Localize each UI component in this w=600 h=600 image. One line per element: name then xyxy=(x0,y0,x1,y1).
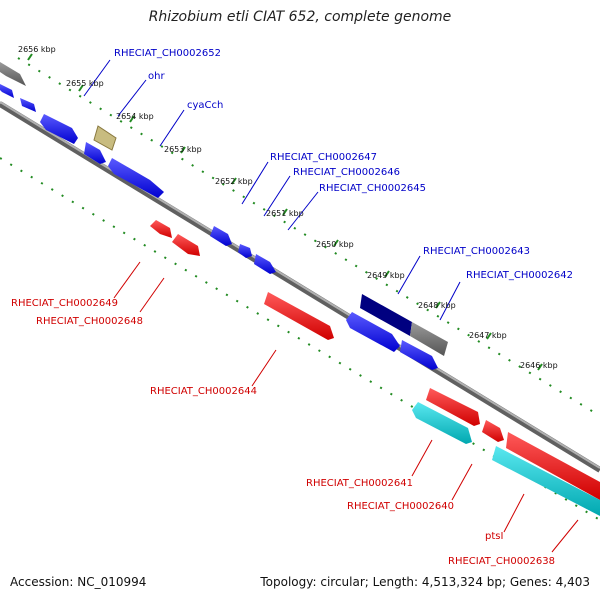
gene-label[interactable]: RHECIAT_CH0002644 xyxy=(150,386,257,397)
gene-label[interactable]: ohr xyxy=(148,71,165,82)
gene-label[interactable]: RHECIAT_CH0002642 xyxy=(466,270,573,281)
scale-labels: 2656 kbp 2655 kbp 2654 kbp 2653 kbp 2652… xyxy=(18,45,558,370)
scale-tick xyxy=(486,332,492,340)
tick-label: 2651 kbp xyxy=(266,209,304,218)
gene-feature[interactable] xyxy=(0,62,26,86)
rrna-feature[interactable] xyxy=(492,446,600,516)
scale-tick xyxy=(180,146,186,154)
label-leaders xyxy=(83,59,579,553)
rrna-feature[interactable] xyxy=(412,402,472,444)
tick-label: 2652 kbp xyxy=(215,177,253,186)
gene-label[interactable]: RHECIAT_CH0002641 xyxy=(306,478,413,489)
gene-feature[interactable] xyxy=(150,220,172,238)
gene-label[interactable]: RHECIAT_CH0002652 xyxy=(114,48,221,59)
gene-feature[interactable] xyxy=(84,142,106,164)
scale-ticks xyxy=(27,53,543,371)
gene-label[interactable]: RHECIAT_CH0002648 xyxy=(36,316,143,327)
gene-feature[interactable] xyxy=(238,244,252,258)
scale-tick xyxy=(333,239,339,247)
gene-label[interactable]: cyaCch xyxy=(187,100,223,111)
tick-label: 2646 kbp xyxy=(520,361,558,370)
gene-feature[interactable] xyxy=(20,98,36,112)
scale-tick xyxy=(78,84,84,92)
gene-label[interactable]: RHECIAT_CH0002647 xyxy=(270,152,377,163)
gene-feature[interactable] xyxy=(172,234,200,256)
gene-label[interactable]: RHECIAT_CH0002645 xyxy=(319,183,426,194)
genome-summary: Topology: circular; Length: 4,513,324 bp… xyxy=(260,575,590,589)
tick-label: 2653 kbp xyxy=(164,145,202,154)
accession-label: Accession: NC_010994 xyxy=(10,575,147,589)
tick-label: 2654 kbp xyxy=(116,112,154,121)
gene-label[interactable]: ptsI xyxy=(485,531,503,542)
gene-feature[interactable] xyxy=(40,114,78,144)
forward-tick-rail xyxy=(17,57,600,417)
gene-feature[interactable] xyxy=(482,420,504,442)
scale-tick xyxy=(435,301,441,309)
scale-tick xyxy=(231,177,237,185)
gene-feature[interactable] xyxy=(426,388,480,426)
gene-label[interactable]: RHECIAT_CH0002649 xyxy=(11,298,118,309)
scale-tick xyxy=(384,270,390,278)
gene-feature[interactable] xyxy=(506,432,600,500)
tick-label: 2649 kbp xyxy=(367,271,405,280)
trna-feature[interactable] xyxy=(93,125,117,151)
scale-tick xyxy=(537,363,543,371)
gene-feature[interactable] xyxy=(264,292,334,340)
tick-label: 2655 kbp xyxy=(66,79,104,88)
gene-label[interactable]: RHECIAT_CH0002643 xyxy=(423,246,530,257)
scale-tick xyxy=(27,53,33,61)
gene-feature[interactable] xyxy=(0,84,14,98)
forward-gene-labels: RHECIAT_CH0002652 ohr cyaCch RHECIAT_CH0… xyxy=(114,48,573,281)
pseudo-feature[interactable] xyxy=(410,322,448,356)
gene-label[interactable]: RHECIAT_CH0002646 xyxy=(293,167,400,178)
gene-feature[interactable] xyxy=(108,158,164,198)
scale-tick xyxy=(129,115,135,123)
scale-tick xyxy=(282,208,288,216)
gene-feature[interactable] xyxy=(210,226,232,246)
tick-label: 2656 kbp xyxy=(18,45,56,54)
map-title: Rhizobium etli CIAT 652, complete genome xyxy=(148,9,452,25)
gene-feature[interactable] xyxy=(254,254,276,274)
tick-label: 2648 kbp xyxy=(418,301,456,310)
gene-feature[interactable] xyxy=(400,340,438,370)
gene-feature[interactable] xyxy=(346,312,400,352)
gene-feature[interactable] xyxy=(360,294,412,336)
gene-label[interactable]: RHECIAT_CH0002640 xyxy=(347,501,454,512)
feature-track xyxy=(0,62,600,516)
reverse-gene-labels: RHECIAT_CH0002649 RHECIAT_CH0002648 RHEC… xyxy=(11,298,555,567)
gene-label[interactable]: RHECIAT_CH0002638 xyxy=(448,556,555,567)
tick-label: 2647 kbp xyxy=(469,331,507,340)
tick-label: 2650 kbp xyxy=(316,240,354,249)
